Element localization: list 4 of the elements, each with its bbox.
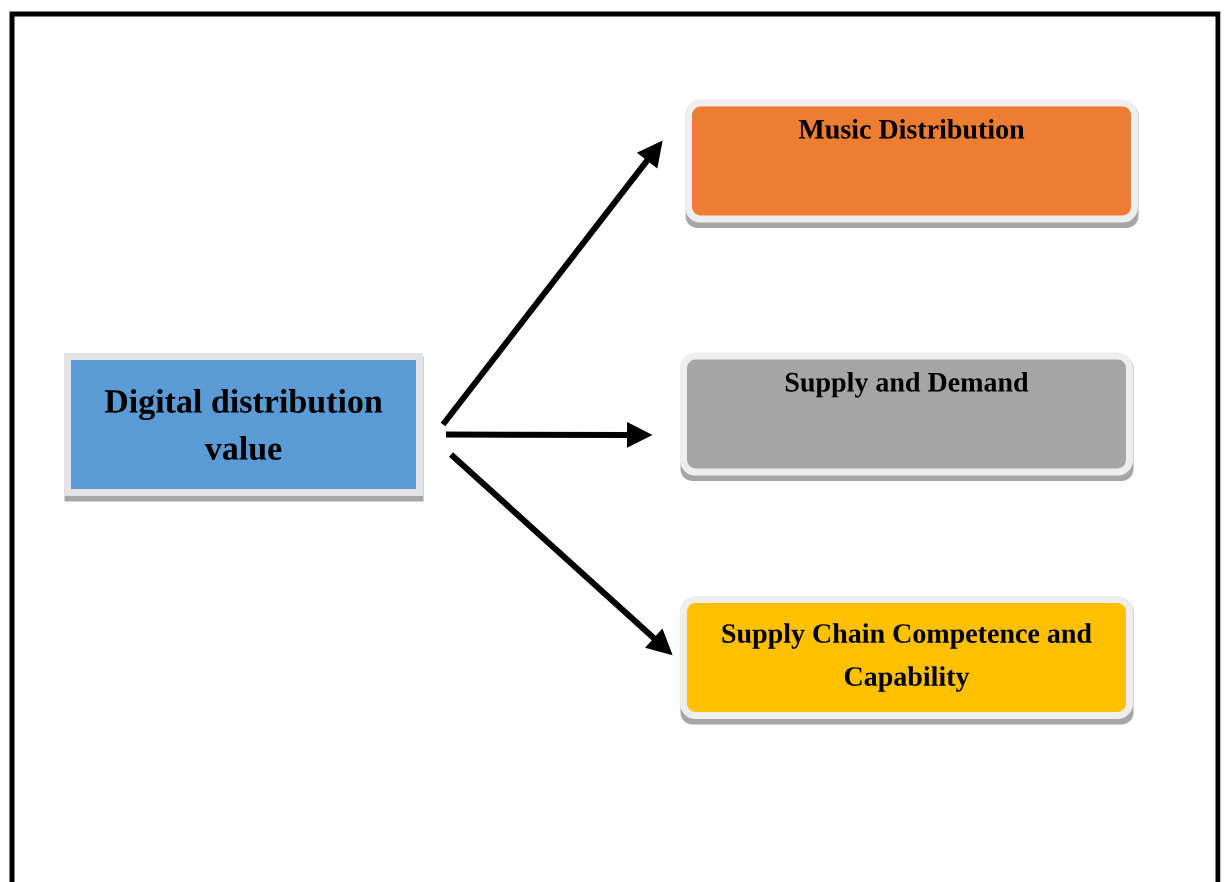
category-box: Music Distribution: [685, 99, 1139, 228]
concept-box: Digital distribution value: [64, 353, 424, 502]
category-box: Supply Chain Competence and Capability: [680, 596, 1134, 725]
category-box: Supply and Demand: [680, 352, 1134, 481]
